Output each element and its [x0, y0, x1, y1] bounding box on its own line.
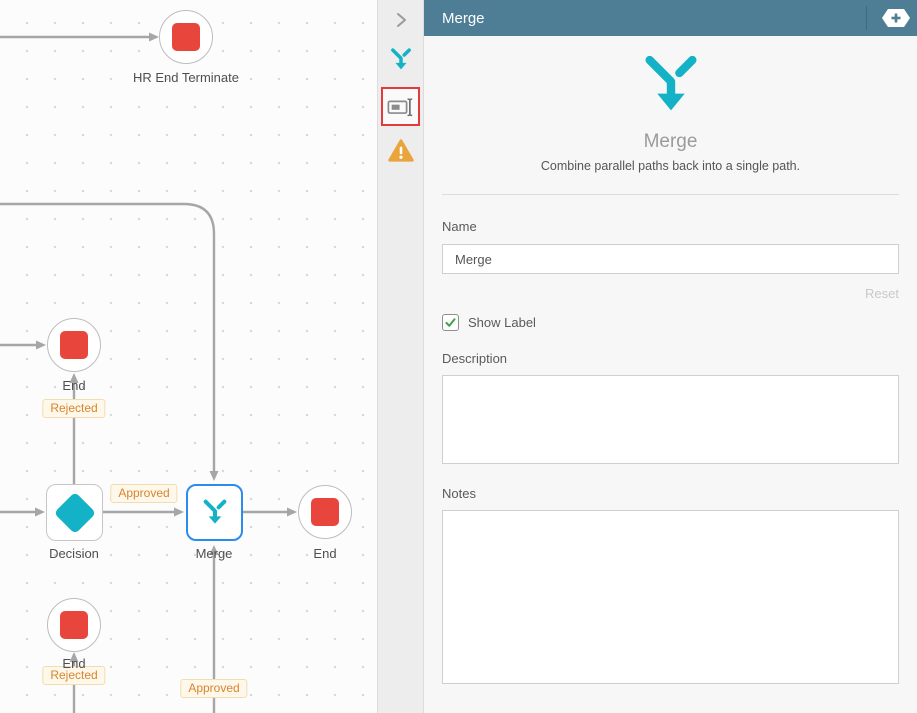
connector-edges: [0, 32, 297, 713]
warning-triangle-icon: [387, 139, 414, 162]
properties-panel: Merge Merge Combine parallel paths back …: [424, 0, 917, 713]
node-label: Decision: [49, 546, 99, 561]
tool-warnings[interactable]: [387, 139, 414, 163]
notes-label: Notes: [442, 486, 476, 501]
node-label: End: [62, 656, 86, 671]
node-merge[interactable]: [186, 484, 243, 541]
panel-title: Merge: [442, 9, 485, 27]
node-end-bottom[interactable]: [47, 598, 101, 652]
tag-plus-icon[interactable]: [882, 9, 910, 27]
merge-icon: [203, 499, 226, 524]
description-textarea[interactable]: [442, 375, 899, 464]
end-event-icon: [172, 23, 200, 51]
name-label: Name: [442, 219, 477, 234]
description-label: Description: [442, 351, 508, 366]
hero-subtitle: Combine parallel paths back into a singl…: [540, 159, 801, 173]
header-divider: [866, 6, 867, 30]
show-label-label: Show Label: [468, 315, 536, 330]
node-end-top[interactable]: [47, 318, 101, 372]
connector-badge-approved[interactable]: Approved: [180, 679, 248, 698]
section-divider: [442, 194, 899, 195]
collapse-panel-chevron-icon[interactable]: [391, 10, 411, 30]
workflow-canvas[interactable]: HR End Terminate End Rejected Decision A…: [0, 0, 377, 713]
end-event-icon: [60, 611, 88, 639]
node-label: HR End Terminate: [133, 70, 239, 85]
hero-title: Merge: [643, 131, 698, 152]
panel-header: Merge: [424, 0, 917, 36]
node-end-right[interactable]: [298, 485, 352, 539]
rename-label-icon: [387, 97, 412, 116]
node-label: End: [313, 546, 337, 561]
node-label: Merge: [195, 546, 233, 561]
show-label-checkbox[interactable]: [442, 314, 459, 331]
checkmark-icon: [445, 318, 456, 327]
show-label-row: Show Label: [442, 314, 899, 331]
tool-rename-label-selected[interactable]: [381, 87, 420, 126]
panel-side-toolbar: [377, 0, 424, 713]
connector-badge-rejected[interactable]: Rejected: [42, 399, 106, 418]
tool-merge-properties[interactable]: [387, 46, 415, 74]
panel-body: Merge Combine parallel paths back into a…: [424, 36, 917, 713]
end-event-icon: [311, 498, 339, 526]
decision-icon: [53, 491, 96, 534]
node-hr-end-terminate[interactable]: [159, 10, 213, 64]
panel-hero: Merge Combine parallel paths back into a…: [442, 36, 899, 173]
name-input[interactable]: [442, 244, 899, 274]
merge-icon-large: [644, 55, 697, 111]
reset-link[interactable]: Reset: [865, 286, 899, 301]
notes-textarea[interactable]: [442, 510, 899, 684]
connector-badge-rejected[interactable]: Rejected: [42, 666, 106, 685]
merge-icon: [390, 48, 411, 70]
node-decision[interactable]: [46, 484, 103, 541]
connector-badge-approved[interactable]: Approved: [110, 484, 178, 503]
node-label: End: [62, 378, 86, 393]
end-event-icon: [60, 331, 88, 359]
